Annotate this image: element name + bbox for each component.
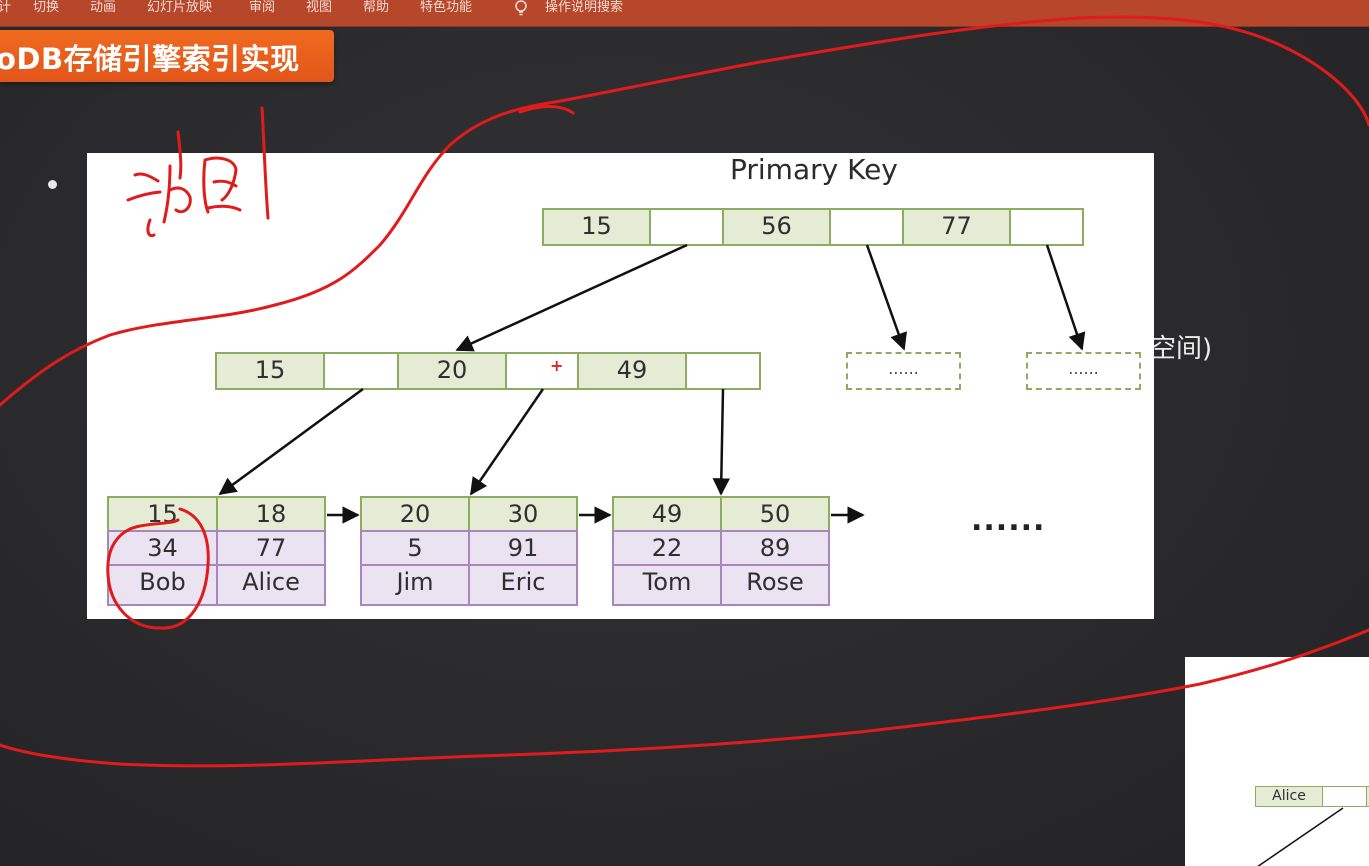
secondary-key-cell: Alice <box>1255 786 1323 807</box>
leaf-name-cell: Tom <box>612 564 722 606</box>
leaf-key-cell: 20 <box>360 496 470 532</box>
diagram-arrows <box>218 243 1086 524</box>
leaf-data-cell: 89 <box>720 530 830 566</box>
menu-item-transitions[interactable]: 切换 <box>33 0 60 15</box>
slide-title-banner: oDB存储引擎索引实现 <box>0 30 334 82</box>
secondary-arrow <box>1257 807 1344 866</box>
internal-to-leaf-arrow <box>218 387 364 496</box>
leaf-name-cell: Alice <box>216 564 326 606</box>
leaf-key-cell: 18 <box>216 496 326 532</box>
internal-to-leaf-arrow <box>712 388 731 496</box>
tell-me-search[interactable]: 操作说明搜索 <box>545 0 624 15</box>
partial-slide-text: 空间) <box>1150 334 1213 364</box>
menu-item-animations[interactable]: 动画 <box>90 0 117 15</box>
lasso-outline <box>518 105 575 115</box>
menu-item-special-features[interactable]: 特色功能 <box>420 0 473 15</box>
btree-diagram: Primary Key 15 56 77 15 20 49 + ...... .… <box>87 153 1154 619</box>
root-to-internal-arrow <box>455 243 688 352</box>
lightbulb-icon <box>513 0 529 19</box>
leaf-name-cell: Eric <box>468 564 578 606</box>
leaf-continuation-ellipsis: ...... <box>971 503 1046 538</box>
leaf-name-cell: Rose <box>720 564 830 606</box>
menu-item-help[interactable]: 帮助 <box>363 0 390 15</box>
leaf-data-cell: 22 <box>612 530 722 566</box>
menu-item-design[interactable]: 计 <box>0 0 12 15</box>
leaf-data-cell: 91 <box>468 530 578 566</box>
secondary-key-cell <box>1366 786 1369 807</box>
root-to-placeholder-arrow <box>1045 244 1086 351</box>
leaf-key-cell: 49 <box>612 496 722 532</box>
menu-item-review[interactable]: 审阅 <box>249 0 276 15</box>
menu-item-view[interactable]: 视图 <box>306 0 333 15</box>
leaf-key-cell: 30 <box>468 496 578 532</box>
secondary-index-diagram: Alice <box>1185 657 1369 866</box>
leaf-name-cell: Jim <box>360 564 470 606</box>
root-to-placeholder-arrow <box>865 244 907 351</box>
internal-to-leaf-arrow <box>469 388 545 496</box>
ribbon-menu-bar: 计 切换 动画 幻灯片放映 审阅 视图 帮助 特色功能 操作说明搜索 <box>0 0 1369 27</box>
menu-item-slideshow[interactable]: 幻灯片放映 <box>147 0 213 15</box>
bullet-point <box>48 180 57 189</box>
lasso-outline <box>0 628 1369 768</box>
slide-title: oDB存储引擎索引实现 <box>0 42 300 76</box>
